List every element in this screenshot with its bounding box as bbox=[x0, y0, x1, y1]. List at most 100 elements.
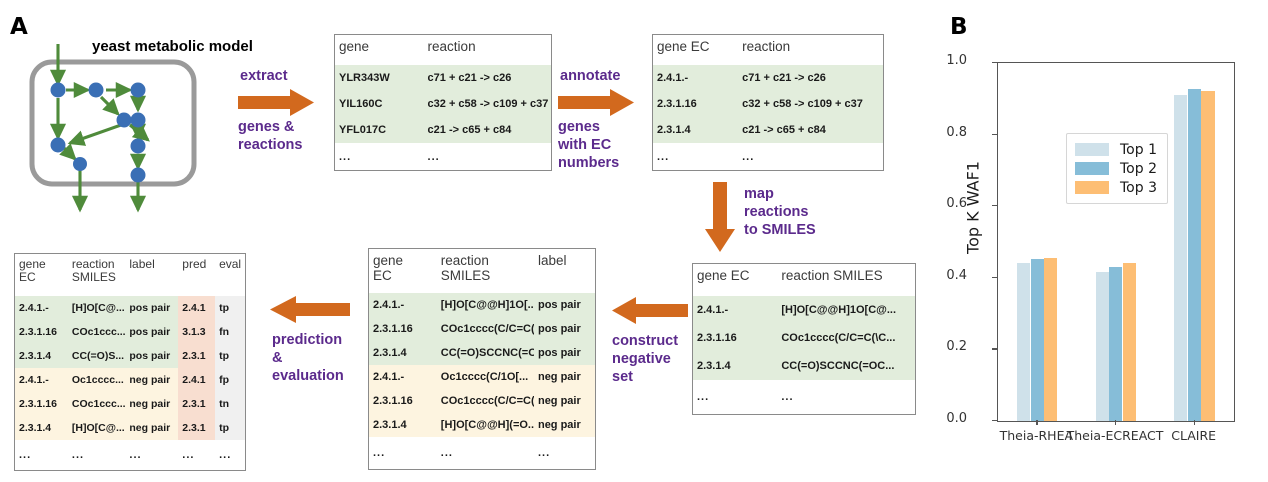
table-row-header: gene EC reaction bbox=[653, 35, 883, 65]
cell-gene-ec: ... bbox=[19, 449, 32, 461]
cell-reaction: c71 + c21 -> c26 bbox=[427, 72, 512, 84]
table-ec-reaction: gene EC reaction 2.4.1.- c71 + c21 -> c2… bbox=[652, 34, 884, 171]
col-header-label: label bbox=[129, 257, 155, 271]
step-annotate-line3: with EC bbox=[558, 136, 612, 153]
col-header-gene-ec: gene EC bbox=[373, 253, 404, 284]
cell-gene-ec: 2.3.1.4 bbox=[373, 419, 407, 431]
step-extract-label-top: extract bbox=[240, 68, 288, 84]
chart-x-tick-mark bbox=[1193, 420, 1195, 425]
table-row: 2.4.1.- [H]O[C@@H]1O[... pos pair bbox=[369, 293, 595, 317]
cell-gene: YIL160C bbox=[339, 98, 383, 110]
chart-x-tick-mark bbox=[1036, 420, 1038, 425]
cell-smiles: [H]O[C@... bbox=[71, 302, 125, 314]
cell-pred: 3.1.3 bbox=[178, 320, 216, 344]
chart-bar bbox=[1016, 263, 1030, 421]
metabolic-network-diagram: yeast metabolic model bbox=[18, 30, 253, 220]
table-row-header: gene EC reaction SMILES label pred eval bbox=[15, 254, 245, 296]
cell-smiles: ... bbox=[440, 447, 453, 459]
cell-gene-ec: 2.3.1.16 bbox=[373, 395, 413, 407]
cell-label: neg pair bbox=[129, 374, 171, 386]
chart-legend-swatch bbox=[1075, 162, 1109, 175]
cell-gene-ec: 2.3.1.16 bbox=[657, 98, 697, 110]
chart-x-tick-label: CLAIRE bbox=[1171, 428, 1217, 443]
table-row: 2.4.1.- Oc1cccc(C/1O[... neg pair bbox=[369, 365, 595, 389]
cell-label: ... bbox=[537, 447, 551, 459]
table-ec-reaction-grid: gene EC reaction 2.4.1.- c71 + c21 -> c2… bbox=[653, 35, 883, 170]
cell-smiles: [H]O[C@@H]1O[C@... bbox=[781, 304, 897, 316]
cell-gene-ec: 2.4.1.- bbox=[373, 371, 405, 383]
cell-label: neg pair bbox=[537, 419, 581, 431]
chart-bar bbox=[1109, 267, 1123, 421]
chart-x-tick-label: Theia-ECREACT bbox=[1066, 428, 1164, 443]
cell-smiles: CC(=O)S... bbox=[71, 350, 125, 362]
cell-gene-ec: 2.3.1.16 bbox=[19, 326, 57, 338]
table-row-header: gene reaction bbox=[335, 35, 551, 65]
cell-smiles: [H]O[C@@H]1O[... bbox=[440, 299, 534, 311]
cell-label: ... bbox=[129, 449, 142, 461]
table-row: 2.4.1.- [H]O[C@@H]1O[C@... bbox=[693, 296, 915, 324]
chart-bar bbox=[1187, 88, 1201, 421]
chart-bar bbox=[1095, 272, 1109, 421]
cell-pred: ... bbox=[182, 449, 195, 461]
chart-legend-label: Top 2 bbox=[1120, 160, 1157, 177]
chart-bar bbox=[1201, 90, 1215, 421]
cell-eval: tp bbox=[215, 296, 245, 320]
step-map-line2: reactions bbox=[744, 203, 809, 220]
arrow-annotate bbox=[558, 89, 634, 116]
chart-bar bbox=[1174, 95, 1188, 421]
cell-eval: fp bbox=[215, 368, 245, 392]
chart-y-tick-mark bbox=[992, 420, 997, 422]
cell-reaction: c32 + c58 -> c109 + c37 bbox=[742, 98, 863, 110]
table-row: ... ... bbox=[653, 143, 883, 170]
arrow-extract bbox=[238, 89, 314, 116]
cell-smiles: COc1cccc(C/C=C(\C... bbox=[781, 332, 896, 344]
step-extract-line2: genes & bbox=[238, 119, 295, 135]
cell-gene-ec: 2.3.1.4 bbox=[657, 124, 691, 136]
cell-gene-ec: 2.4.1.- bbox=[697, 304, 729, 316]
col-header-reaction-smiles: reaction SMILES bbox=[781, 268, 883, 283]
col-header-reaction-smiles: reaction SMILES bbox=[71, 257, 116, 285]
chart-y-tick-label: 0.0 bbox=[946, 411, 967, 426]
cell-reaction: c71 + c21 -> c26 bbox=[742, 72, 826, 84]
chart-y-tick-label: 0.2 bbox=[946, 339, 967, 355]
step-map-line1: map bbox=[744, 186, 774, 202]
cell-gene-ec: 2.3.1.4 bbox=[19, 350, 52, 362]
cell-gene-ec: 2.4.1.- bbox=[373, 299, 405, 311]
cell-label: neg pair bbox=[129, 422, 171, 434]
col-header-gene-ec: gene EC bbox=[657, 39, 710, 54]
table-row: ... ... ... bbox=[369, 437, 595, 469]
chart-y-tick-mark bbox=[992, 62, 997, 64]
cell-reaction: ... bbox=[427, 150, 440, 163]
cell-gene-ec: 2.3.1.16 bbox=[697, 332, 737, 344]
cell-label: neg pair bbox=[537, 371, 581, 383]
table-row: ... ... bbox=[335, 143, 551, 170]
cell-label: pos pair bbox=[129, 326, 171, 338]
table-ec-smiles: gene EC reaction SMILES 2.4.1.- [H]O[C@@… bbox=[692, 263, 916, 415]
chart-legend-swatch bbox=[1075, 143, 1109, 156]
chart-legend-swatch bbox=[1075, 181, 1109, 194]
cell-gene-ec: 2.3.1.4 bbox=[19, 422, 52, 434]
cell-gene: YLR343W bbox=[339, 72, 390, 84]
chart-x-tick-mark bbox=[1115, 420, 1117, 425]
chart-y-tick-label: 1.0 bbox=[946, 53, 967, 68]
table-row-header: gene EC reaction SMILES label bbox=[369, 249, 595, 293]
step-prediction-line2: & bbox=[272, 349, 283, 366]
cell-smiles: CC(=O)SCCNC(=O... bbox=[440, 347, 534, 359]
table-gene-reaction: gene reaction YLR343W c71 + c21 -> c26 Y… bbox=[334, 34, 552, 171]
table-row: 2.3.1.4 CC(=O)SCCNC(=OC... bbox=[693, 352, 915, 380]
cell-pred: 2.3.1 bbox=[178, 344, 216, 368]
panel-letter-a: A bbox=[10, 14, 28, 40]
step-annotate-line2: genes bbox=[558, 119, 600, 135]
table-row: ... ... bbox=[693, 380, 915, 414]
cell-gene-ec: 2.3.1.16 bbox=[19, 398, 57, 410]
table-row: YLR343W c71 + c21 -> c26 bbox=[335, 65, 551, 91]
table-labeled-pairs: gene EC reaction SMILES label 2.4.1.- [H… bbox=[368, 248, 596, 470]
step-annotate-label-top: annotate bbox=[560, 68, 621, 84]
col-header-gene-ec: gene EC bbox=[19, 257, 46, 285]
col-header-reaction: reaction bbox=[742, 39, 791, 54]
chart-y-tick-label: 0.6 bbox=[946, 196, 967, 212]
col-header-reaction-smiles: reaction SMILES bbox=[440, 253, 491, 284]
cell-smiles: Oc1cccc(C/1O[... bbox=[440, 371, 529, 383]
step-extract-label-bottom: genes & reactions bbox=[238, 119, 302, 155]
